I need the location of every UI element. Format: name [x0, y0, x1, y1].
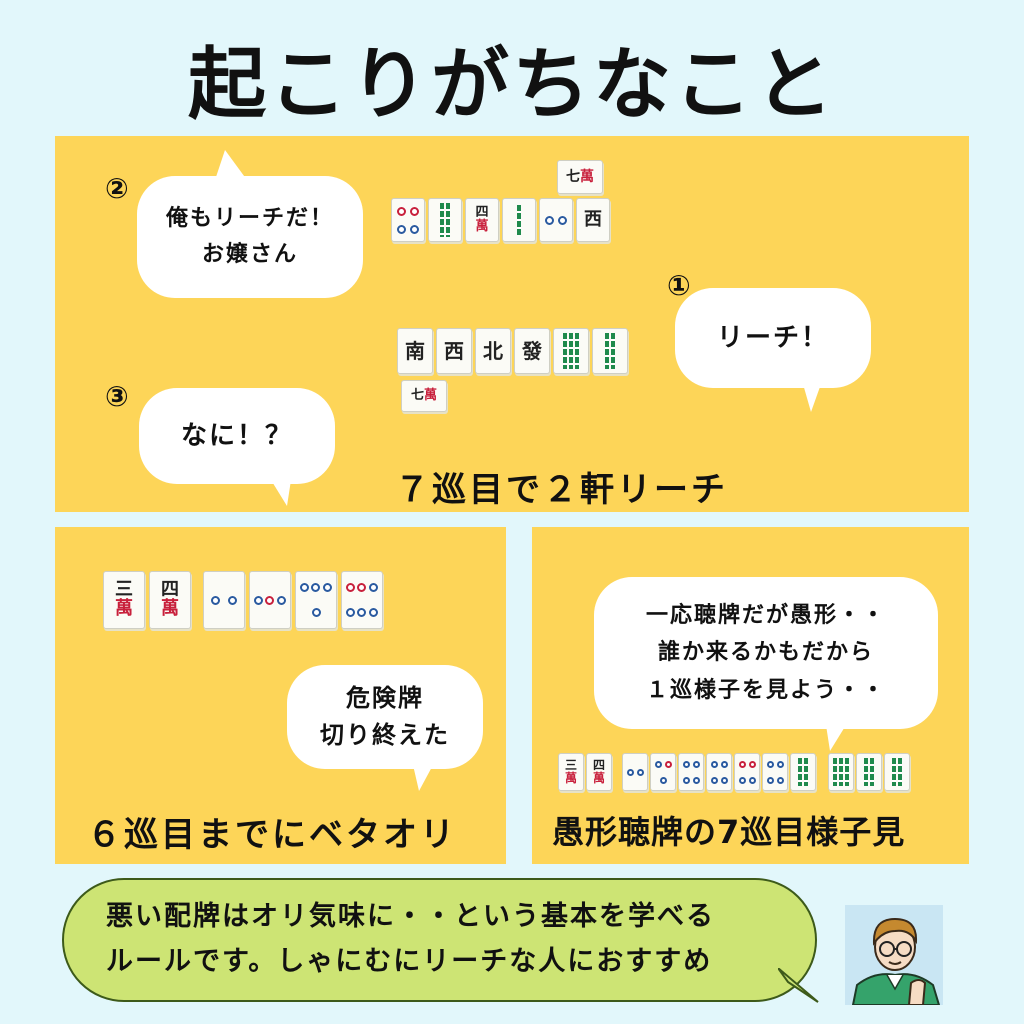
pin-tile	[622, 753, 648, 791]
tile-char: 四	[161, 579, 179, 601]
speech-bubble-2: 俺もリーチだ！ お嬢さん	[137, 150, 363, 298]
tile-char: 三	[564, 758, 577, 773]
caption-betaori: ６巡目までにベタオリ	[87, 815, 457, 855]
tile-row-man: 三 萬 四 萬	[103, 571, 191, 629]
tile-char: 七	[410, 388, 424, 404]
sou-tile	[553, 328, 589, 374]
sou-tile	[428, 198, 462, 242]
man-tile: 四 萬	[586, 753, 612, 791]
number-1: ①	[667, 269, 691, 302]
bubble-2-line-2: お嬢さん	[201, 242, 298, 267]
tile-row-b: 南 西 北 發	[397, 328, 628, 374]
pin-tile	[650, 753, 676, 791]
pin-tile	[706, 753, 732, 791]
tile-char: 三	[115, 579, 133, 601]
sou-tile	[884, 753, 910, 791]
tile-single-a: 七 萬	[557, 160, 603, 194]
tile-char: 萬	[161, 598, 179, 619]
number-3: ③	[105, 380, 129, 413]
number-2: ②	[105, 172, 129, 205]
speech-bubble-danger: 危険牌 切り終えた	[287, 665, 483, 791]
pin-tile	[762, 753, 788, 791]
honor-tile: 北	[475, 328, 511, 374]
panel-two-riichi: ② 俺もリーチだ！ お嬢さん 七 萬 四萬 西 ① リーチ！ 南 西 北 發	[55, 136, 969, 512]
tile-char: 萬	[564, 771, 577, 785]
tile-char: 萬	[592, 771, 605, 785]
man-tile: 四 萬	[149, 571, 191, 629]
tile-row-pin	[203, 571, 383, 629]
bubble-gukei-line-2: 誰か来るかもだから	[657, 640, 874, 666]
summary-bubble-tail	[778, 968, 819, 1003]
pin-tile	[341, 571, 383, 629]
summary-line-1: 悪い配牌はオリ気味に・・という基本を学べる	[106, 901, 715, 933]
pin-tile	[678, 753, 704, 791]
speech-bubble-3: なに！？	[139, 388, 335, 506]
person-illustration-icon	[851, 917, 941, 1005]
man-tile: 三 萬	[558, 753, 584, 791]
honor-tile: 西	[576, 198, 610, 242]
tile-row-a: 四萬 西	[391, 198, 610, 242]
man-tile: 三 萬	[103, 571, 145, 629]
man-tile: 四萬	[465, 198, 499, 242]
bubble-3-text: なに！？	[180, 420, 293, 451]
panel-wait-and-see: 一応聴牌だが愚形・・ 誰か来るかもだから １巡様子を見よう・・ 三 萬 四 萬 …	[532, 527, 969, 864]
honor-tile: 西	[436, 328, 472, 374]
tile-char: 萬	[580, 168, 594, 185]
tile-char: 四	[592, 758, 605, 773]
bubble-danger-line-2: 切り終えた	[320, 721, 450, 749]
pin-tile	[391, 198, 425, 242]
bubble-gukei-line-3: １巡様子を見よう・・	[645, 677, 886, 703]
tile-row-hand: 三 萬 四 萬	[558, 753, 910, 791]
bubble-2-line-1: 俺もリーチだ！	[165, 205, 334, 231]
pin-tile	[734, 753, 760, 791]
speech-bubble-gukei: 一応聴牌だが愚形・・ 誰か来るかもだから １巡様子を見よう・・	[594, 577, 938, 751]
avatar	[845, 905, 943, 1005]
sou-tile	[502, 198, 536, 242]
caption-wait-and-see: 愚形聴牌の7巡目様子見	[552, 813, 906, 851]
panel-betaori: 三 萬 四 萬 危険牌 切り終えた ６巡目までにベタオリ	[55, 527, 506, 864]
bubble-1-text: リーチ！	[716, 322, 829, 353]
sou-tile	[592, 328, 628, 374]
bubble-gukei-line-1: 一応聴牌だが愚形・・	[645, 602, 886, 628]
pin-tile	[295, 571, 337, 629]
sou-tile	[828, 753, 854, 791]
tile-char: 萬	[115, 598, 133, 619]
tile-single-b: 七 萬	[401, 380, 447, 412]
summary-bubble: 悪い配牌はオリ気味に・・という基本を学べる ルールです。しゃにむにリーチな人にお…	[62, 878, 817, 1002]
pin-tile	[249, 571, 291, 629]
sou-tile	[856, 753, 882, 791]
honor-tile: 南	[397, 328, 433, 374]
sou-tile	[790, 753, 816, 791]
pin-tile	[203, 571, 245, 629]
bubble-danger-line-1: 危険牌	[346, 683, 424, 712]
tile-char: 萬	[424, 388, 438, 404]
honor-tile: 發	[514, 328, 550, 374]
speech-bubble-1: リーチ！	[675, 288, 871, 412]
tile-char: 七	[566, 168, 580, 185]
summary-line-2: ルールです。しゃにむにリーチな人におすすめ	[106, 946, 713, 977]
pin-tile	[539, 198, 573, 242]
caption-two-riichi: ７巡目で２軒リーチ	[395, 470, 728, 510]
page-title: 起こりがちなこと	[187, 40, 836, 130]
